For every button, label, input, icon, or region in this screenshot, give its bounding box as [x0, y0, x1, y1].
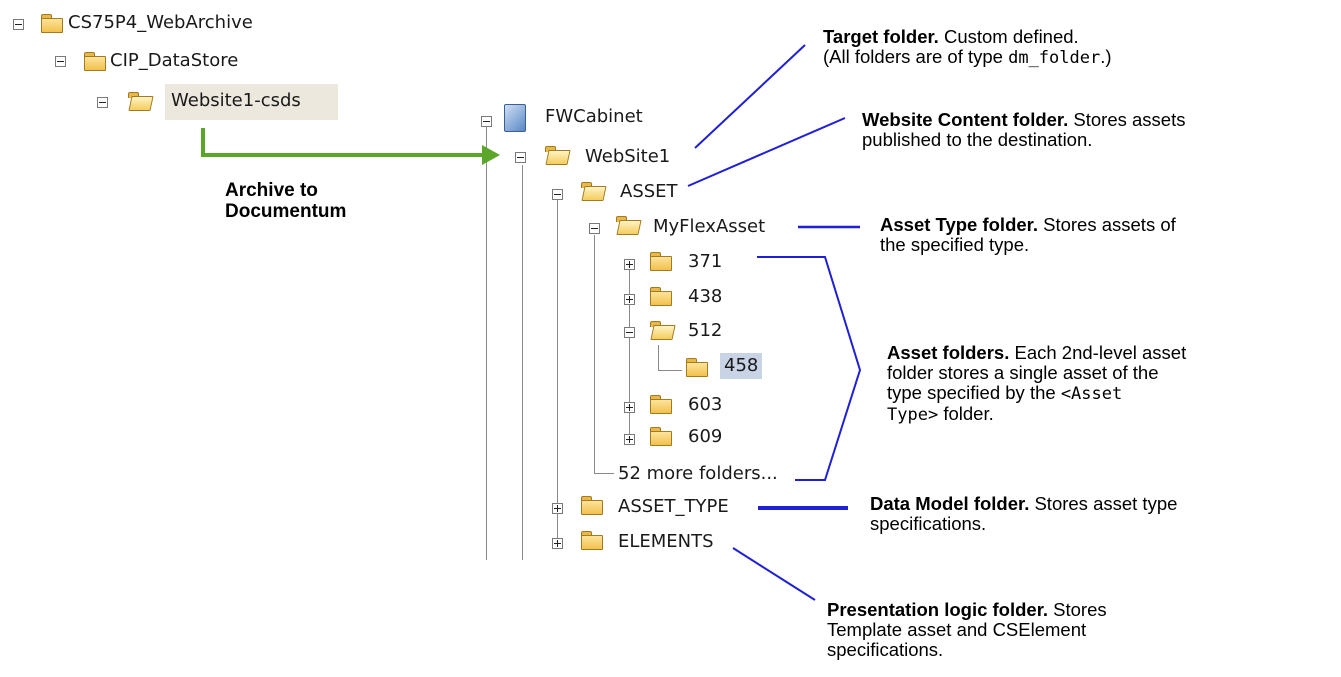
archive-label-line2: Documentum [225, 201, 347, 222]
annotation-code: dm_folder [1008, 48, 1101, 68]
annotation-code: Type> [887, 405, 939, 425]
folder-icon [650, 395, 672, 414]
open-folder-icon [128, 92, 154, 111]
annotation-text: Custom defined. [938, 26, 1079, 47]
annotation-text: specifications. [870, 513, 987, 534]
annotation-text: Stores asset type [1029, 493, 1178, 514]
tree-item-asset[interactable]: ASSET [620, 181, 678, 202]
annotation-target-folder: Target folder. Custom defined. (All fold… [823, 26, 1112, 69]
annotation-title: Website Content folder. [862, 109, 1069, 130]
callout-website-content [687, 117, 846, 187]
annotation-text: (All folders are of type [823, 46, 1009, 67]
tree-item-512[interactable]: 512 [688, 320, 723, 341]
expand-toggle-609[interactable] [624, 434, 635, 445]
annotation-text: folder. [938, 403, 994, 424]
archive-arrow [201, 128, 488, 157]
collapse-toggle-myflexasset[interactable] [589, 223, 600, 234]
folder-icon [650, 252, 672, 271]
open-folder-icon [545, 146, 571, 165]
tree-item-438[interactable]: 438 [688, 286, 723, 307]
tree-item-458[interactable]: 458 [720, 353, 763, 379]
tree-item-elements[interactable]: ELEMENTS [618, 531, 714, 552]
folder-icon [41, 14, 63, 33]
expand-toggle-elements[interactable] [552, 538, 563, 549]
annotation-data-model: Data Model folder. Stores asset type spe… [870, 494, 1177, 534]
tree-item-archive-root[interactable]: CS75P4_WebArchive [68, 12, 253, 33]
tree-item-website[interactable]: WebSite1 [585, 146, 671, 167]
callout-presentation [732, 547, 816, 601]
annotation-text: Each 2nd-level asset [1009, 342, 1187, 363]
tree-item-603[interactable]: 603 [688, 394, 723, 415]
annotation-title: Target folder. [823, 26, 939, 47]
cabinet-icon [504, 104, 526, 132]
annotation-presentation-logic: Presentation logic folder. Stores Templa… [827, 600, 1107, 660]
tree-item-myflexasset[interactable]: MyFlexAsset [653, 216, 766, 237]
tree-item-asset-type[interactable]: ASSET_TYPE [618, 496, 729, 517]
tree-connector [658, 370, 682, 371]
tree-item-371[interactable]: 371 [688, 251, 723, 272]
callout-asset-folders [757, 256, 862, 481]
selection-highlight [165, 84, 338, 120]
folder-icon [581, 531, 603, 550]
folder-icon [84, 52, 106, 71]
annotation-text: .) [1100, 46, 1112, 67]
tree-connector [594, 473, 614, 474]
annotation-title: Asset Type folder. [880, 214, 1038, 235]
annotation-title: Presentation logic folder. [827, 599, 1049, 620]
archive-arrowhead [482, 145, 500, 165]
tree-item-cabinet[interactable]: FWCabinet [545, 106, 643, 127]
tree-item-datastore[interactable]: CIP_DataStore [110, 50, 239, 71]
annotation-text: specifications. [827, 639, 944, 660]
open-folder-icon [650, 321, 676, 340]
expand-toggle-603[interactable] [624, 402, 635, 413]
expand-toggle-438[interactable] [624, 294, 635, 305]
collapse-toggle-root[interactable] [13, 19, 24, 30]
annotation-text: Stores assets of [1037, 214, 1176, 235]
collapse-toggle-website[interactable] [515, 152, 526, 163]
annotation-asset-folders: Asset folders. Each 2nd-level asset fold… [887, 342, 1187, 426]
collapse-toggle-website-csds[interactable] [97, 97, 108, 108]
annotation-text: Stores [1048, 599, 1107, 620]
collapse-toggle-512[interactable] [624, 327, 635, 338]
tree-guide-line [629, 268, 630, 438]
annotation-title: Asset folders. [887, 342, 1010, 363]
annotation-text: folder stores a single asset of the [887, 362, 1159, 383]
annotation-asset-type-folder: Asset Type folder. Stores assets of the … [880, 215, 1176, 255]
collapse-toggle-cabinet[interactable] [481, 116, 492, 127]
annotation-code: <Asset [1060, 384, 1123, 404]
collapse-toggle-asset[interactable] [552, 189, 563, 200]
annotation-text: published to the destination. [862, 129, 1093, 150]
annotation-text: Template asset and CSElement [827, 619, 1087, 640]
folder-icon [650, 427, 672, 446]
expand-toggle-asset-type[interactable] [552, 503, 563, 514]
callout-target [694, 44, 806, 149]
tree-guide-line [594, 235, 595, 473]
archive-label: Archive to Documentum [225, 180, 346, 222]
archive-label-line1: Archive to [225, 180, 318, 201]
annotation-text: type specified by the [887, 382, 1061, 403]
expand-toggle-371[interactable] [624, 259, 635, 270]
tree-item-609[interactable]: 609 [688, 426, 723, 447]
annotation-website-content: Website Content folder. Stores assets pu… [862, 110, 1185, 150]
tree-guide-line [658, 345, 659, 370]
tree-guide-line [557, 200, 558, 545]
collapse-toggle-datastore[interactable] [55, 56, 66, 67]
folder-icon [686, 358, 708, 377]
annotation-text: Stores assets [1068, 109, 1186, 130]
tree-guide-line [486, 125, 487, 560]
folder-icon [581, 496, 603, 515]
more-folders-link[interactable]: 52 more folders... [618, 463, 778, 484]
folder-icon [650, 287, 672, 306]
annotation-title: Data Model folder. [870, 493, 1030, 514]
tree-guide-line [522, 165, 523, 560]
tree-item-website-csds[interactable]: Website1-csds [171, 90, 301, 111]
open-folder-icon [581, 182, 607, 201]
open-folder-icon [616, 216, 642, 235]
annotation-text: the specified type. [880, 234, 1030, 255]
